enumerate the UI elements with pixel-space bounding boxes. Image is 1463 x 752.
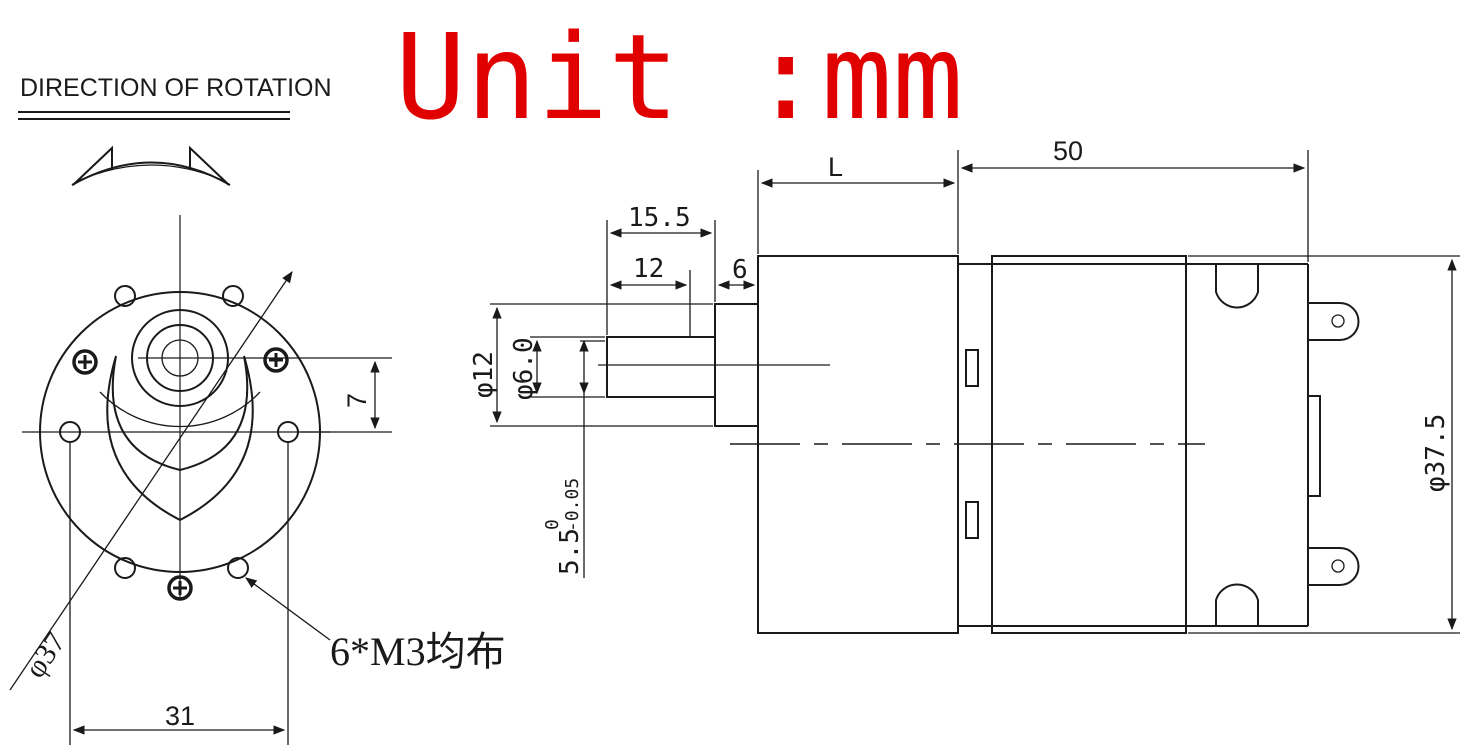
- boss-label: 6: [732, 255, 748, 285]
- screw-icon: [72, 349, 98, 375]
- flat-label: 5.5: [555, 528, 585, 575]
- length-label: L: [828, 152, 843, 182]
- offset-label: 7: [342, 393, 372, 408]
- motor-length-label: 50: [1053, 136, 1083, 166]
- diameter-leader: [9, 271, 293, 691]
- holes-leader: [245, 577, 331, 641]
- output-shaft: [606, 336, 716, 398]
- terminal-hole: [1331, 314, 1345, 328]
- mount-hole: [222, 285, 244, 307]
- clip-slot: [965, 349, 979, 387]
- unit-title: Unit :mm: [395, 8, 963, 146]
- mount-hole: [114, 557, 136, 579]
- flat-tolerance-lower: -0.05: [562, 478, 583, 532]
- front-view: φ37 7 31 6*M3均布: [9, 215, 506, 745]
- flat-length-label: 12: [633, 254, 664, 284]
- front-diameter-label: φ37: [18, 626, 72, 684]
- screw-icon: [263, 347, 289, 373]
- mount-hole: [114, 285, 136, 307]
- terminal-top: [1308, 302, 1360, 341]
- direction-of-rotation: DIRECTION OF ROTATION: [18, 74, 332, 186]
- body-diameter-label: φ37.5: [1421, 414, 1451, 492]
- flat-tolerance-upper: 0: [542, 519, 563, 530]
- direction-label: DIRECTION OF ROTATION: [20, 74, 332, 102]
- motor-body-edges: [958, 263, 1308, 627]
- holes-note: 6*M3均布: [330, 629, 506, 674]
- bottom-notch: [1215, 583, 1259, 626]
- boss-diameter-label: φ12: [469, 351, 499, 398]
- crescent-cavity: [106, 355, 254, 522]
- clip-slot: [965, 501, 979, 539]
- side-view: L 50 15.5 12 6 φ12 φ6.0 5.5 -0.05 0: [469, 136, 1460, 634]
- top-notch: [1215, 264, 1259, 309]
- end-bump: [1307, 395, 1321, 497]
- screw-icon: [167, 575, 193, 601]
- span-label: 31: [165, 701, 195, 731]
- terminal-bottom: [1308, 547, 1360, 586]
- terminal-hole: [1331, 559, 1345, 573]
- shaft-total-label: 15.5: [628, 203, 691, 233]
- shaft-diameter-label: φ6.0: [509, 337, 539, 400]
- mount-hole: [227, 557, 249, 579]
- rotation-arrow-icon: [71, 145, 231, 186]
